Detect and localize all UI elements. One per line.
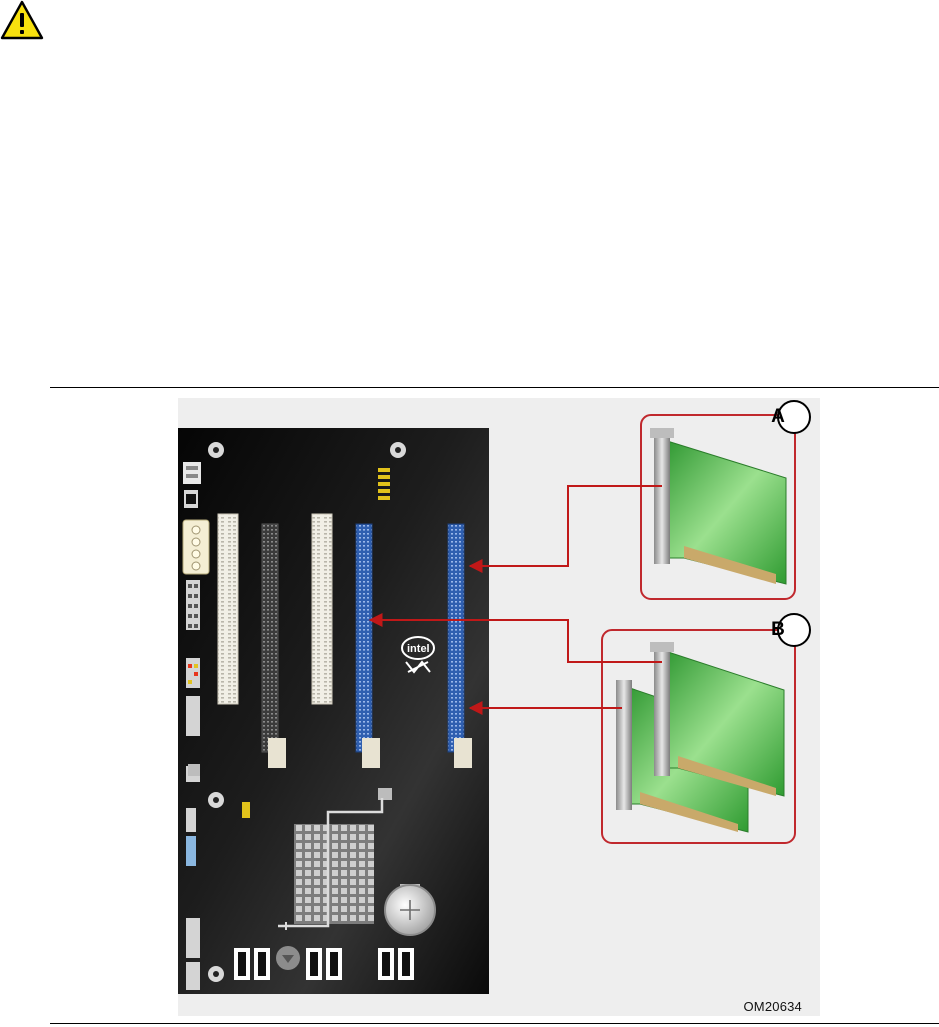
section-divider-top <box>50 387 939 388</box>
battery <box>385 884 435 935</box>
motherboard: intel <box>178 428 489 994</box>
callout-a-box <box>641 415 795 599</box>
figure-id: OM20634 <box>744 999 803 1014</box>
callout-label-b: B <box>762 614 794 646</box>
callout-label-a: A <box>762 401 794 433</box>
section-divider-bottom <box>50 1023 939 1024</box>
callout-line-a <box>470 486 662 566</box>
card-b-rear <box>616 680 748 832</box>
svg-text:intel: intel <box>407 643 430 655</box>
card-b-front <box>650 642 784 796</box>
warning-icon <box>0 0 44 40</box>
callout-b-box <box>602 630 795 843</box>
figure-pcie-card-installation: intel <box>178 398 820 1016</box>
card-a <box>650 428 786 584</box>
